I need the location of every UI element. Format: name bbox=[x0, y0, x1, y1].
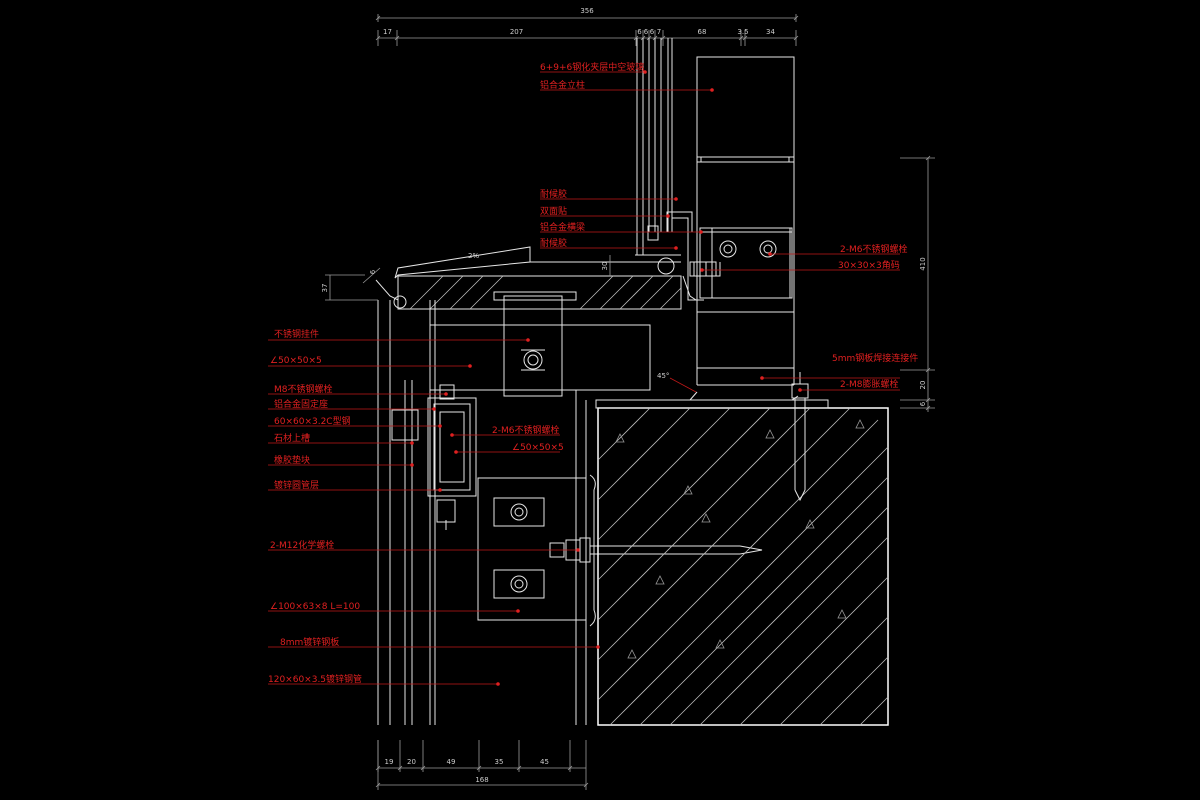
bottom-tick-slash bbox=[375, 765, 381, 771]
angle-label: 45° bbox=[657, 372, 669, 380]
bottom-overall-dim: 168 bbox=[475, 776, 488, 784]
callouts: 6+9+6钢化夹层中空玻璃 铝合金立柱 耐候胶 双面贴 铝合金横梁 耐候胶 2-… bbox=[268, 61, 918, 686]
callout-left-11: 8mm镀锌钢板 bbox=[280, 636, 339, 648]
left-frame bbox=[377, 295, 763, 725]
top-tick-slash bbox=[394, 35, 400, 41]
top-tick-slash bbox=[375, 35, 381, 41]
top-tick-slash bbox=[633, 35, 639, 41]
callout-mid-1: 2-M6不锈钢螺栓 bbox=[492, 424, 559, 436]
top-seg-label: 207 bbox=[510, 28, 523, 36]
top-seg-label: 6 bbox=[637, 28, 642, 36]
right-dimension-chain: 410 20 6 bbox=[900, 155, 935, 412]
bottom-tick-slash bbox=[516, 765, 522, 771]
callout-top-1: 6+9+6钢化夹层中空玻璃 bbox=[540, 61, 644, 73]
bottom-seg-label: 45 bbox=[540, 758, 549, 766]
bottom-dimension-chain: 19 20 49 35 45 168 bbox=[375, 740, 589, 790]
glass-dim: 30 bbox=[601, 262, 609, 271]
left-dim-1: 37 bbox=[321, 284, 329, 293]
callout-top-2: 铝合金立柱 bbox=[540, 79, 585, 91]
callout-left-1: 不锈钢挂件 bbox=[274, 328, 319, 340]
right-small-dim-2: 6 bbox=[919, 401, 927, 406]
top-tick-slash bbox=[738, 35, 744, 41]
callout-right-2: 30×30×3角码 bbox=[838, 259, 900, 271]
top-seg-label: 6 bbox=[650, 28, 655, 36]
callout-left-2: ∠50×50×5 bbox=[270, 356, 322, 366]
top-tick-slash bbox=[793, 35, 799, 41]
top-seg-label: 17 bbox=[383, 28, 392, 36]
top-seg-label: 3.5 bbox=[737, 28, 748, 36]
left-dim-2: 6 bbox=[369, 269, 377, 274]
callout-right-3: 5mm钢板焊接连接件 bbox=[832, 352, 918, 364]
stone-coping: 2% bbox=[362, 246, 682, 310]
glass-curtain-wall bbox=[636, 38, 795, 386]
right-main-dim: 410 bbox=[919, 257, 927, 270]
callout-left-7: 橡胶垫块 bbox=[274, 454, 310, 466]
callout-left-10: ∠100×63×8 L=100 bbox=[270, 602, 360, 612]
bottom-seg-label: 35 bbox=[495, 758, 504, 766]
callout-right-1: 2-M6不锈钢螺栓 bbox=[840, 243, 907, 255]
bottom-seg-label: 20 bbox=[407, 758, 416, 766]
callout-left-9: 2-M12化学螺栓 bbox=[270, 539, 334, 551]
callout-left-4: 铝合金固定座 bbox=[274, 398, 328, 410]
top-tick-slash bbox=[742, 35, 748, 41]
callout-left-3: M8不锈钢螺栓 bbox=[274, 383, 333, 395]
bottom-tick-slash bbox=[476, 765, 482, 771]
callout-left-6: 石材上槽 bbox=[274, 432, 310, 444]
left-dimensions: 37 6 30 45° bbox=[321, 255, 697, 393]
concrete-slab bbox=[595, 372, 889, 726]
bottom-tick-slash bbox=[420, 765, 426, 771]
top-seg-label: 68 bbox=[698, 28, 707, 36]
callout-top-6: 耐候胶 bbox=[540, 237, 567, 249]
bottom-tick-slash bbox=[397, 765, 403, 771]
bottom-seg-label: 49 bbox=[447, 758, 456, 766]
top-seg-label: 34 bbox=[766, 28, 775, 36]
top-tick-slash bbox=[660, 35, 666, 41]
top-seg-label: 6 bbox=[644, 28, 649, 36]
slope-label: 2% bbox=[468, 252, 479, 260]
callout-top-3: 耐候胶 bbox=[540, 188, 567, 200]
callout-right-4: 2-M8膨胀螺栓 bbox=[840, 378, 898, 390]
callout-mid-2: ∠50×50×5 bbox=[512, 443, 564, 453]
right-small-dim-1: 20 bbox=[919, 381, 927, 390]
callout-top-4: 双面贴 bbox=[540, 205, 567, 217]
top-overall-dim: 356 bbox=[580, 7, 594, 15]
callout-left-12: 120×60×3.5镀锌钢管 bbox=[268, 673, 362, 685]
top-seg-label: 7 bbox=[657, 28, 661, 36]
callout-left-8: 镀锌圆管层 bbox=[274, 479, 319, 491]
callout-left-5: 60×60×3.2C型钢 bbox=[274, 415, 351, 427]
bottom-tick-slash bbox=[567, 765, 573, 771]
bottom-seg-label: 19 bbox=[385, 758, 394, 766]
callout-top-5: 铝合金横梁 bbox=[540, 221, 585, 233]
